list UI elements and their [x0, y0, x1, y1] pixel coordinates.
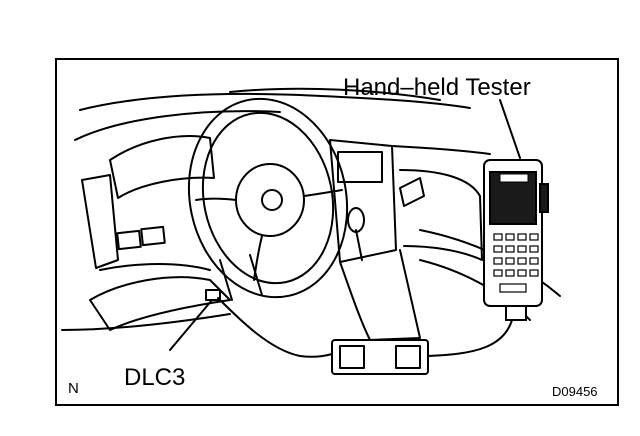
steering-emblem	[261, 189, 283, 211]
floor-line	[61, 313, 231, 331]
tester-leader	[499, 99, 521, 159]
dashboard-top-line	[79, 92, 471, 111]
adapter-plug-right	[395, 345, 421, 369]
steering-wheel-inner	[201, 111, 335, 285]
adapter-plug-left	[339, 345, 365, 369]
glovebox	[399, 169, 483, 261]
instrument-cluster	[109, 135, 215, 199]
center-console	[329, 139, 397, 263]
dlc3-callout-label: DLC3	[124, 364, 186, 391]
figure-code: D09456	[552, 384, 598, 399]
dashboard-hood-line	[74, 110, 281, 141]
tester-screen-top	[499, 173, 529, 183]
tester-plug	[505, 305, 527, 321]
right-vent	[399, 177, 425, 207]
cable-left	[217, 297, 333, 358]
steering-spoke-left	[195, 197, 237, 201]
steering-hub	[235, 163, 305, 237]
steering-column	[219, 254, 263, 301]
vent-left-2	[140, 225, 166, 247]
console-lower	[339, 249, 421, 341]
audio-panel	[337, 151, 383, 183]
shift-lever	[355, 229, 363, 261]
vent-left	[116, 229, 142, 251]
corner-code-left: N	[68, 380, 79, 397]
right-dash	[391, 145, 491, 155]
cable-right	[427, 299, 517, 357]
steering-spoke-bottom	[253, 235, 263, 281]
tester-callout-label: Hand–held Tester	[343, 74, 531, 101]
tester-side-grip	[539, 183, 549, 213]
lower-left-panel	[89, 276, 231, 331]
dlc3-leader	[169, 299, 213, 351]
tester-keypad	[493, 233, 539, 293]
hand-held-tester	[483, 159, 549, 321]
shift-knob	[347, 207, 365, 233]
left-dash-panel	[81, 174, 119, 269]
windshield-line	[229, 87, 441, 101]
knee-panel	[99, 263, 211, 271]
steering-spoke-right	[303, 189, 343, 197]
